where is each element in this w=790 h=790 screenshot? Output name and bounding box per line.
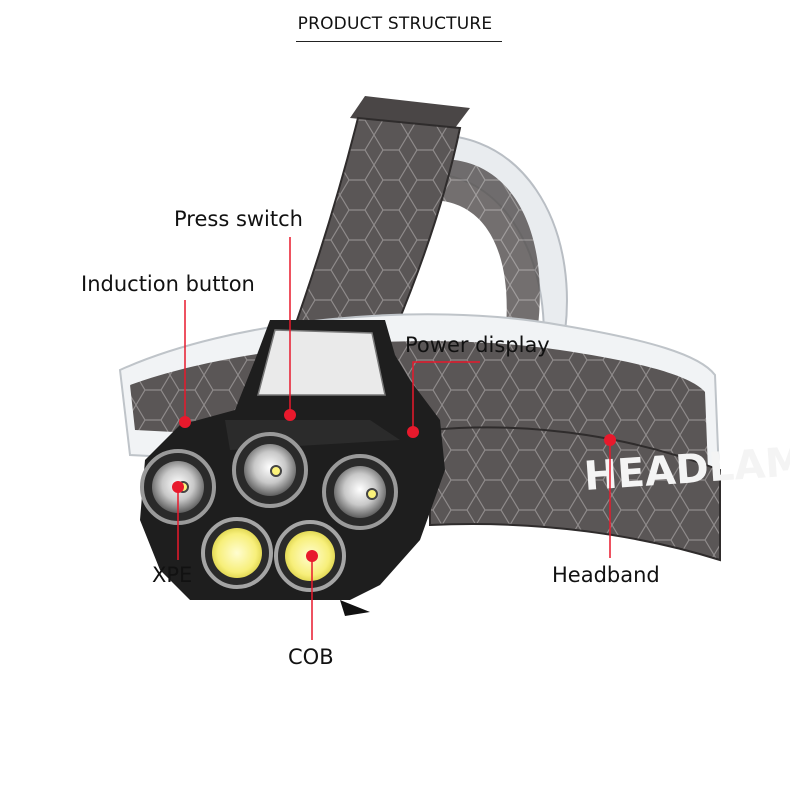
label-headband: Headband bbox=[552, 563, 660, 587]
xpe-leds bbox=[140, 432, 398, 530]
top-strap bbox=[288, 96, 470, 342]
leader-power-display bbox=[412, 361, 480, 432]
marker-cob bbox=[306, 550, 318, 562]
title-underline bbox=[296, 41, 502, 42]
label-power-display: Power display bbox=[405, 333, 550, 357]
label-induction-button: Induction button bbox=[81, 272, 255, 296]
marker-xpe bbox=[172, 481, 184, 493]
marker-press-switch bbox=[284, 409, 296, 421]
label-cob: COB bbox=[288, 645, 334, 669]
marker-induction-button bbox=[179, 416, 191, 428]
label-press-switch: Press switch bbox=[174, 207, 303, 231]
marker-power-display bbox=[407, 426, 419, 438]
diagram-title: PRODUCT STRUCTURE bbox=[297, 14, 493, 34]
callout-leaders bbox=[172, 237, 616, 640]
label-xpe: XPE bbox=[152, 563, 193, 587]
marker-headband bbox=[604, 434, 616, 446]
